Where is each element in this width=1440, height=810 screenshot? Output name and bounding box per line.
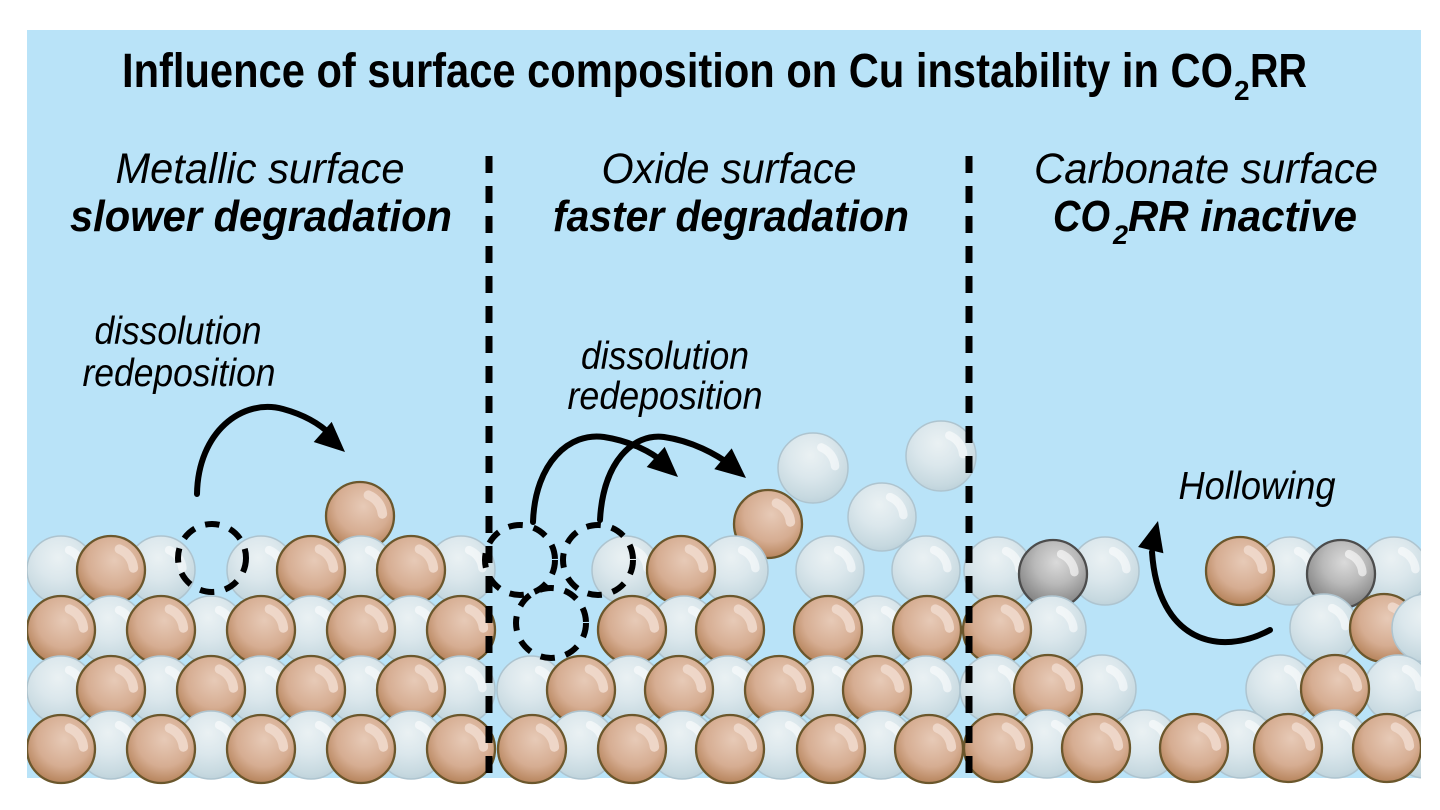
svg-text:Metallic surface: Metallic surface xyxy=(116,145,405,193)
svg-text:CO: CO xyxy=(1053,192,1110,241)
svg-text:redeposition: redeposition xyxy=(83,352,276,395)
svg-text:slower degradation: slower degradation xyxy=(70,192,452,241)
svg-text:RR inactive: RR inactive xyxy=(1128,192,1357,241)
svg-text:faster degradation: faster degradation xyxy=(553,192,909,241)
svg-text:Carbonate surface: Carbonate surface xyxy=(1034,145,1378,193)
svg-text:dissolution: dissolution xyxy=(95,310,262,353)
svg-text:Hollowing: Hollowing xyxy=(1179,465,1337,508)
svg-text:Influence of surface compositi: Influence of surface composition on Cu i… xyxy=(122,45,1233,98)
svg-text:2: 2 xyxy=(1234,75,1250,106)
svg-text:redeposition: redeposition xyxy=(568,375,763,418)
svg-text:2: 2 xyxy=(1112,220,1128,250)
svg-text:RR: RR xyxy=(1250,45,1307,98)
svg-text:Oxide surface: Oxide surface xyxy=(602,145,857,193)
svg-text:dissolution: dissolution xyxy=(581,335,749,378)
